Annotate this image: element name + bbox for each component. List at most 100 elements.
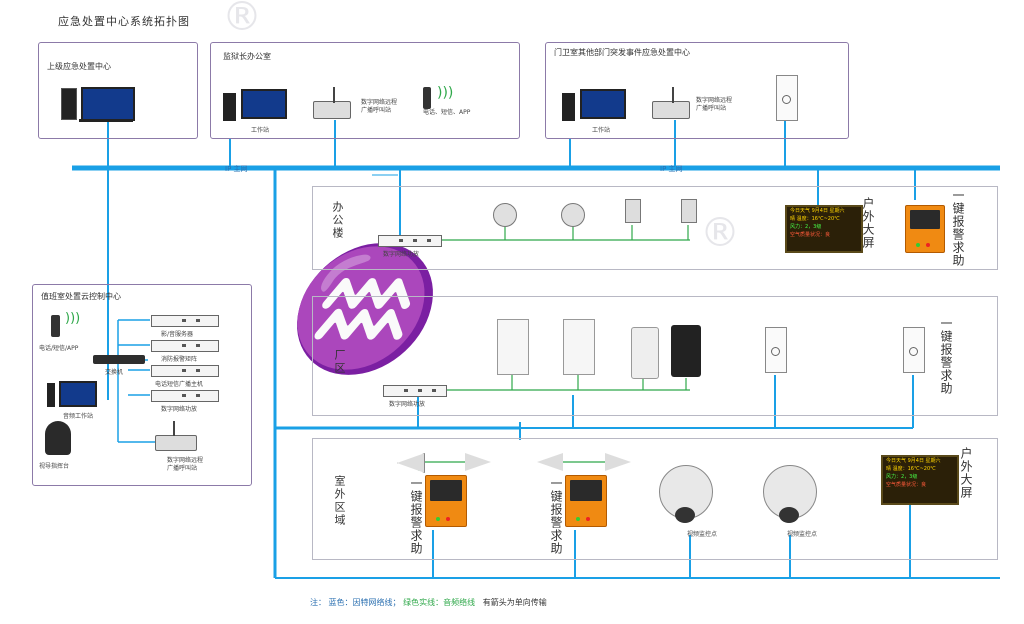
watermark-text: ♒ — [280, 240, 430, 379]
screen-row: 空气质量状况：良 — [790, 232, 831, 238]
camera-label-2: 视频监控点 — [787, 531, 818, 538]
workstation-label: 工作站 — [592, 127, 611, 134]
network-amplifier-device — [383, 385, 447, 397]
alarm-terminal-outdoor-2 — [565, 475, 607, 527]
monitor-icon — [580, 89, 626, 119]
factory-amp-label: 数字网络功放 — [389, 401, 426, 408]
horn-speaker-icon — [537, 453, 563, 471]
legend-note: 注： 蓝色：因特网络线； 绿色实线：音频络线 有箭头为单向传输 — [310, 597, 547, 608]
factory-zone-label: 厂区 — [333, 349, 346, 375]
factory-alarm-label: 一键报警求助 — [939, 317, 953, 395]
office-zone-label: 办公楼 — [331, 201, 344, 240]
mobile-phone-icon — [423, 87, 431, 109]
office-amp-label: 数字网络功放 — [383, 251, 420, 258]
outdoor-zone-label: 室外区域 — [333, 475, 346, 527]
alarm-terminal-office — [905, 205, 945, 253]
outdoor-screen-office: 今日天气 9月4日 星期六 晴 温度：16℃~20℃ 风力：2，3级 空气质量状… — [785, 205, 863, 253]
ceiling-speaker-icon — [561, 203, 585, 227]
dome-camera-icon — [659, 465, 713, 519]
outdoor-screen-yard: 今日天气 9月4日 星期六 晴 温度：16℃~20℃ 风力：2，3级 空气质量状… — [881, 455, 959, 505]
mobile-phone-icon — [51, 315, 60, 337]
device-label-1: 消防报警矩阵 — [161, 356, 198, 363]
diagram-title: 应急处置中心系统拓扑图 — [58, 15, 190, 28]
camera-lens — [675, 507, 695, 523]
alarm-button-icon — [909, 347, 918, 356]
factory-zone: 厂区 数字网络功放 一键报警求助 — [312, 296, 998, 416]
ceiling-speaker-icon — [493, 203, 517, 227]
remote-mic-station-icon — [313, 101, 351, 119]
outdoor-alarm-label-1: 一键报警求助 — [409, 477, 423, 555]
registered-mark-2: ® — [700, 210, 740, 256]
outdoor-screen-label: 户外大屏 — [959, 447, 973, 499]
mic-stem — [173, 421, 175, 436]
monitor-icon — [81, 87, 135, 121]
sms-broadcast-host-device — [151, 365, 219, 377]
screen-row: 晴 温度：16℃~20℃ — [886, 466, 936, 472]
network-switch-icon — [93, 355, 145, 364]
office-alarm-label: 一键报警求助 — [951, 189, 965, 267]
legend-green: 绿色实线：音频络线 — [403, 598, 476, 607]
duty-remote-mic-label: 数字网络远程 广播呼叫站 — [167, 457, 204, 472]
horn-speaker-icon — [605, 453, 631, 471]
registered-mark: ® — [222, 0, 262, 40]
warden-office-box: 监狱长办公室 工作站 数字网络远程 广播呼叫站 ))) 电话、短信、APP — [210, 42, 520, 139]
horn-speaker-icon — [465, 453, 491, 471]
monitor-icon — [241, 89, 287, 119]
camera-label-1: 视频监控点 — [687, 531, 718, 538]
remote-mic-label: 数字网络远程 广播呼叫站 — [361, 99, 398, 114]
alarm-button-icon — [771, 347, 780, 356]
alarm-button-icon — [782, 95, 791, 104]
outdoor-alarm-label-2: 一键报警求助 — [549, 477, 563, 555]
duty-room-title: 值班室处置云控制中心 — [41, 292, 121, 301]
wall-speaker-icon — [625, 199, 641, 223]
screen-row: 空气质量状况：良 — [886, 482, 927, 488]
phone-app-label: 电话、短信、APP — [423, 109, 471, 116]
wifi-icon: ))) — [437, 85, 454, 101]
legend-prefix: 注： — [310, 598, 326, 607]
office-building-zone: 办公楼 数字网络功放 今日天气 9月4日 星期六 晴 温度：16℃~20℃ 风力… — [312, 186, 998, 270]
mic-stem — [333, 87, 335, 103]
column-speaker-icon — [497, 319, 529, 375]
console-label: 视导指挥台 — [39, 463, 70, 470]
remote-mic-label: 数字网络远程 广播呼叫站 — [696, 97, 733, 112]
monitor-icon — [59, 381, 97, 407]
gate-center-box: 门卫室其他部门突发事件应急处置中心 工作站 数字网络远程 广播呼叫站 — [545, 42, 849, 139]
device-label-0: 影/音服务器 — [161, 331, 194, 338]
outdoor-speaker-black-icon — [671, 325, 701, 377]
duty-room-box: 值班室处置云控制中心 ))) 电话/短信/APP 交换机 音频工作站 视导指挥台… — [32, 284, 252, 486]
camera-lens — [779, 507, 799, 523]
gate-center-title: 门卫室其他部门突发事件应急处置中心 — [554, 48, 690, 57]
alarm-terminal-outdoor-1 — [425, 475, 467, 527]
pc-tower-icon — [47, 383, 55, 407]
screen-row: 今日天气 9月4日 星期六 — [790, 208, 845, 214]
outdoor-zone: 室外区域 一键报警求助 一键报警求助 视频监控点 视频监控点 今日天气 9月4日… — [312, 438, 998, 560]
screen-row: 晴 温度：16℃~20℃ — [790, 216, 840, 222]
switch-label: 交换机 — [105, 369, 124, 376]
superior-center-box: 上级应急处置中心 — [38, 42, 198, 139]
horn-speaker-icon — [397, 453, 425, 473]
screen-row: 风力：2，3级 — [790, 224, 822, 230]
audio-workstation-label: 音频工作站 — [63, 413, 94, 420]
device-label-3: 数字网络功放 — [161, 406, 198, 413]
duty-phone-label: 电话/短信/APP — [39, 345, 79, 352]
network-amplifier-device — [151, 390, 219, 402]
pc-tower-icon — [223, 93, 236, 121]
device-label-2: 电话短信广播主机 — [155, 381, 204, 388]
warden-office-title: 监狱长办公室 — [223, 52, 271, 61]
pc-tower-icon — [61, 88, 77, 120]
media-server-device — [151, 315, 219, 327]
wall-speaker-icon — [681, 199, 697, 223]
ip-label-left: IP 主网 — [225, 165, 248, 173]
operator-avatar — [45, 421, 71, 455]
workstation-label: 工作站 — [251, 127, 270, 134]
keyboard-icon — [79, 119, 133, 122]
network-amplifier-device — [378, 235, 442, 247]
fire-matrix-device — [151, 340, 219, 352]
pc-tower-icon — [562, 93, 575, 121]
office-screen-label: 户外大屏 — [861, 197, 875, 249]
screen-row: 风力：2，3级 — [886, 474, 918, 480]
outdoor-speaker-icon — [631, 327, 659, 379]
column-speaker-icon — [563, 319, 595, 375]
mic-stem — [672, 87, 674, 103]
ip-label-right: IP 主网 — [660, 165, 683, 173]
